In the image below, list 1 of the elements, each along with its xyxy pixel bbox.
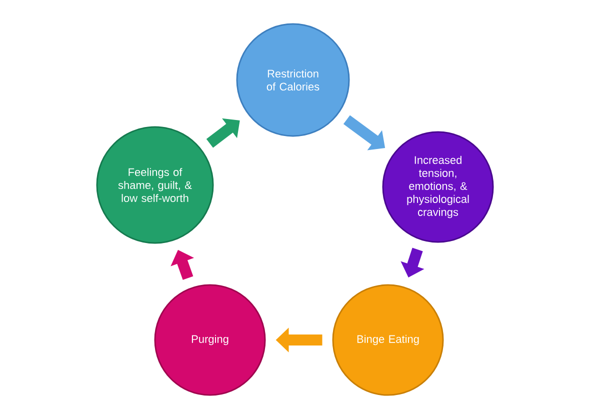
block-arrow	[206, 118, 240, 148]
